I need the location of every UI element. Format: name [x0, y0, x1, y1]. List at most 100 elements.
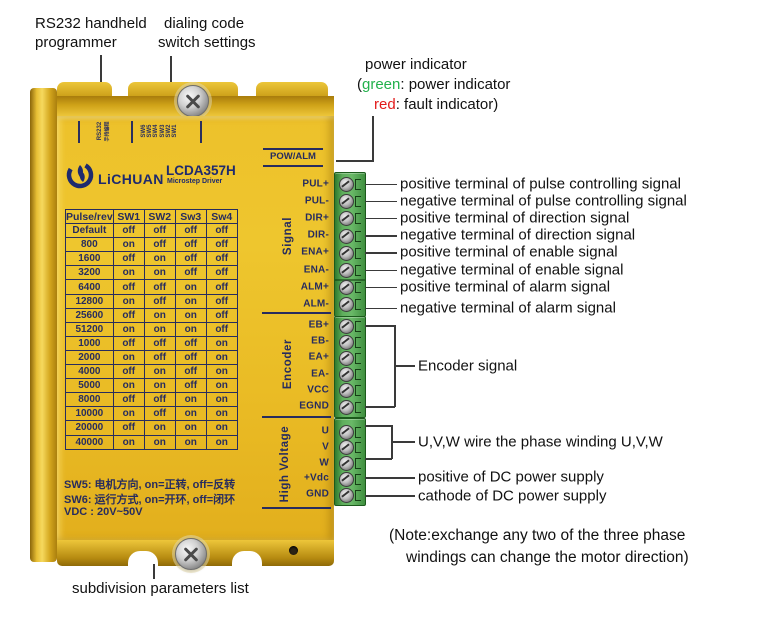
terminal-clamp	[355, 426, 361, 438]
pin-annotation-leader	[365, 286, 397, 289]
terminal-clamp	[355, 352, 361, 364]
table-cell: off	[174, 265, 207, 281]
terminal-screw-pul	[339, 177, 354, 192]
table-cell: off	[174, 251, 207, 267]
annotation-dc-cathode: cathode of DC power supply	[418, 487, 607, 505]
table-cell: on	[174, 307, 207, 323]
table-cell: off	[143, 392, 176, 408]
table-cell: 10000	[65, 406, 114, 422]
leader-subdivision	[153, 564, 155, 579]
table-cell: on	[112, 237, 145, 253]
terminal-screw-ea	[339, 367, 354, 383]
pin-label-dir: DIR-	[307, 229, 329, 241]
table-cell: off	[143, 293, 176, 309]
terminal-clamp	[355, 473, 361, 485]
terminal-screw-gnd	[339, 487, 354, 503]
table-cell: on	[143, 265, 176, 281]
terminal-screw-egnd	[339, 399, 354, 415]
table-cell: on	[112, 378, 145, 394]
terminal-screw-alm	[339, 280, 354, 296]
table-cell: off	[143, 349, 176, 366]
table-cell: off	[112, 307, 145, 323]
table-cell: off	[174, 378, 207, 394]
pin-label-u: U	[321, 425, 329, 437]
rs232-port-label: RS232	[97, 121, 103, 141]
bottom-notch	[232, 551, 262, 566]
pin-annotation: negative terminal of enable signal	[400, 261, 624, 278]
dip-label-sw2: SW2	[165, 124, 172, 138]
mounting-tab	[256, 82, 328, 98]
encoder-bracket-top	[365, 325, 395, 327]
callout-subdivision: subdivision parameters list	[72, 580, 249, 597]
annotation-encoder-signal: Encoder signal	[418, 357, 518, 375]
callout-dialing-line1: dialing code	[164, 15, 245, 32]
vdc-leader	[365, 477, 415, 479]
table-cell: on	[143, 364, 176, 380]
lichuan-logo-icon	[66, 161, 94, 189]
power-red-word: red	[374, 96, 396, 113]
table-cell: off	[174, 335, 207, 351]
terminal-screw-dir	[339, 228, 354, 244]
pin-annotation-leader	[365, 307, 397, 310]
terminal-clamp	[355, 299, 361, 311]
table-cell: 2000	[65, 349, 114, 366]
table-cell: off	[143, 279, 176, 295]
mounting-hole	[289, 546, 298, 555]
bottom-notch	[128, 551, 158, 566]
bottom-screw	[175, 538, 207, 570]
table-cell: on	[205, 364, 238, 380]
table-cell: on	[174, 321, 207, 337]
table-cell: on	[205, 434, 238, 450]
note-exchange-line1: (Note:exchange any two of the three phas…	[389, 527, 686, 544]
note-sw6: SW6: 运行方式, on=开环, off=闭环	[64, 494, 236, 506]
table-cell: off	[205, 265, 238, 281]
table-cell: off	[174, 237, 207, 253]
terminal-screw-w	[339, 456, 354, 472]
note-exchange-line2: windings can change the motor direction)	[406, 549, 689, 566]
table-cell: off	[143, 237, 176, 253]
terminal-clamp	[355, 489, 361, 501]
terminal-clamp	[355, 196, 361, 208]
terminal-clamp	[355, 385, 361, 397]
terminal-clamp	[355, 247, 361, 259]
pin-label-alm: ALM-	[303, 298, 329, 310]
pin-label-dir: DIR+	[305, 212, 329, 224]
terminal-screw-u	[339, 424, 354, 440]
leader-dialing	[170, 56, 172, 92]
power-green-rest: : power indicator	[400, 76, 511, 93]
table-cell: off	[112, 335, 145, 351]
section-label-high-voltage: High Voltage	[279, 425, 291, 503]
table-cell: on	[143, 420, 176, 436]
table-cell: on	[143, 321, 176, 337]
pin-label-w: W	[319, 457, 329, 469]
table-cell: on	[174, 434, 207, 450]
pin-annotation-leader	[365, 269, 397, 271]
callout-rs232-programmer: RS232 handheld programmer	[35, 14, 147, 52]
powalm-rule-top	[263, 148, 323, 150]
table-cell: off	[112, 251, 145, 267]
table-header-sw4: Sw4	[205, 208, 238, 225]
table-cell: off	[112, 223, 145, 239]
note-sw5: SW5: 电机方向, on=正转, off=反转	[64, 479, 236, 491]
terminal-clamp	[355, 179, 361, 190]
terminal-clamp	[355, 213, 361, 225]
powalm-label: POW/ALM	[270, 151, 316, 162]
table-cell: on	[112, 349, 145, 366]
pin-label-ea: EA+	[308, 351, 329, 363]
panel-tick	[78, 121, 80, 143]
terminal-clamp	[355, 320, 361, 332]
group-separator	[262, 507, 331, 509]
terminal-clamp	[355, 458, 361, 470]
table-header-sw1: SW1	[112, 208, 145, 225]
leader-rs232	[100, 55, 102, 105]
pin-annotation: positive terminal of pulse controlling s…	[400, 175, 681, 192]
table-cell: on	[174, 293, 207, 309]
pin-label-alm: ALM+	[300, 281, 329, 293]
pin-annotation-leader	[365, 217, 397, 220]
table-cell: off	[112, 364, 145, 380]
